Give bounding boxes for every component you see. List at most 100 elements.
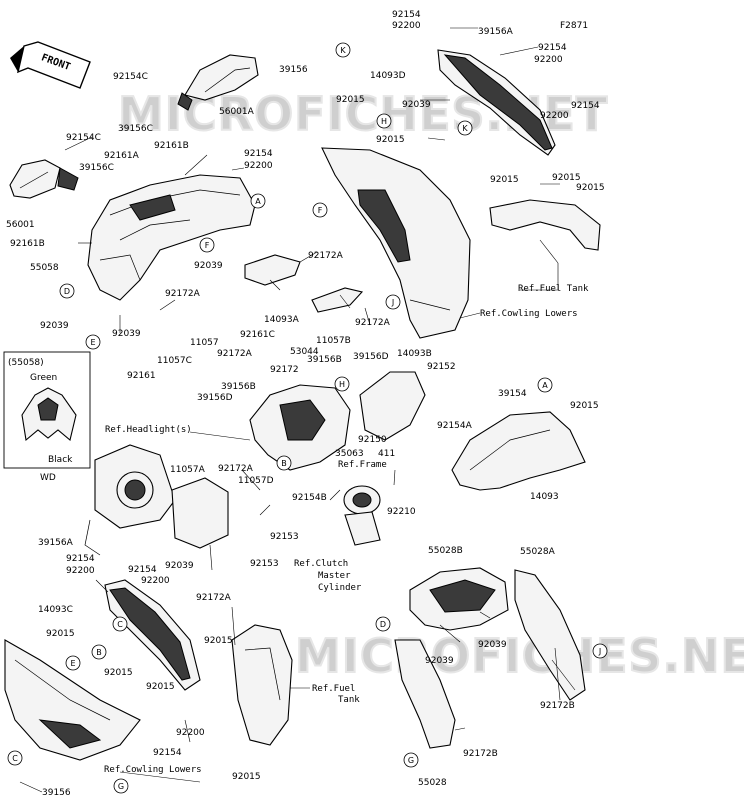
callout-14: E: [65, 655, 81, 671]
svg-text:H: H: [339, 380, 345, 389]
front-arrow-icon: FRONT: [10, 41, 91, 89]
label-71: 92015: [204, 636, 233, 646]
svg-text:K: K: [462, 124, 468, 133]
label-2: 39156A: [478, 27, 514, 37]
svg-text:C: C: [12, 754, 18, 763]
label-58: 92210: [387, 507, 416, 517]
label-17: 39156C: [118, 124, 153, 134]
mirror-left-56001: [9, 159, 79, 199]
ref-cowling-lowers-upper: Ref.Cowling Lowers: [480, 309, 578, 319]
label-12: 92015: [490, 175, 519, 185]
callout-17: D: [375, 616, 391, 632]
label-13: 92015: [552, 173, 581, 183]
label-10: 92200: [540, 111, 569, 121]
label-79: 55028A: [520, 547, 556, 557]
label-78: 55028B: [428, 546, 463, 556]
label-15: 92154C: [113, 72, 148, 82]
headlight-housing: [84, 444, 176, 556]
label-73: 92015: [146, 682, 175, 692]
label-16: 56001A: [219, 107, 255, 117]
label-66: 92200: [141, 576, 170, 586]
label-8: 92039: [402, 100, 431, 110]
label-25: 92161B: [10, 239, 45, 249]
callout-9: H: [334, 376, 350, 392]
label-18: 92161B: [154, 141, 189, 151]
ref-fuel-tank-lower-line2: Tank: [338, 695, 360, 705]
label-32: 14093A: [264, 315, 300, 325]
label-70: 92015: [46, 629, 75, 639]
callout-letters: K H K F J A F D E H B A C B E C G D J G: [7, 42, 608, 794]
callout-11: A: [537, 377, 553, 393]
callout-19: G: [403, 752, 419, 768]
label-20: 39156C: [79, 163, 114, 173]
label-3: 92154: [538, 43, 567, 53]
label-57: 92154B: [292, 493, 327, 503]
label-23: 92200: [244, 161, 273, 171]
callout-1: H: [376, 113, 392, 129]
label-81: 92039: [425, 656, 454, 666]
bracket-11057B: [311, 287, 364, 313]
label-5: 39156: [279, 65, 308, 75]
label-54: 11057A: [170, 465, 206, 475]
svg-text:G: G: [118, 782, 124, 791]
label-48: 92154A: [437, 421, 473, 431]
svg-text:J: J: [391, 298, 394, 307]
label-69: 92172A: [196, 593, 232, 603]
label-40: 53044: [290, 347, 319, 357]
label-84: 55028: [418, 778, 447, 788]
callout-4: J: [385, 294, 401, 310]
label-7: 92015: [336, 95, 365, 105]
label-19: 92154C: [66, 133, 101, 143]
callout-15: C: [7, 750, 23, 766]
figure-code: F2871: [560, 21, 588, 31]
inset-region: WD: [40, 473, 56, 483]
watermark-bottom: MICROFICHES.NET: [295, 629, 744, 683]
label-44: 14093B: [397, 349, 432, 359]
svg-text:E: E: [90, 338, 95, 347]
svg-text:K: K: [340, 46, 346, 55]
leader-lines: [19, 27, 576, 793]
duct-14093B: [359, 371, 426, 441]
svg-text:C: C: [117, 620, 123, 629]
label-30: 92172A: [165, 289, 201, 299]
panel-14093D: [437, 49, 556, 156]
label-45: 92152: [427, 362, 456, 372]
label-34: 11057B: [316, 336, 351, 346]
callout-3: F: [312, 202, 328, 218]
callout-10: B: [276, 455, 292, 471]
label-42: 39156B: [307, 355, 342, 365]
inset-color-top: Green: [30, 373, 57, 383]
label-11: 92015: [376, 135, 405, 145]
label-27: 92039: [194, 261, 223, 271]
label-9: 92154: [571, 101, 600, 111]
inset-color-bottom: Black: [48, 455, 73, 465]
bracket-14093A: [244, 254, 301, 286]
label-77: 39156: [42, 788, 71, 798]
label-60: 92153: [250, 559, 279, 569]
label-76: 92015: [232, 772, 261, 782]
lower-panel-55028: [394, 639, 456, 749]
callout-5: A: [250, 193, 266, 209]
label-31: 92172A: [308, 251, 344, 261]
inner-panel-55028B: [409, 567, 509, 631]
label-61: 14093: [530, 492, 559, 502]
label-43: 39156D: [353, 352, 389, 362]
label-14: 92015: [576, 183, 605, 193]
label-72: 92015: [104, 668, 133, 678]
ref-clutch-line2: Master: [318, 571, 351, 581]
windscreen-cover-39154: [451, 411, 586, 491]
svg-text:G: G: [408, 756, 414, 765]
label-46: 39156B: [221, 382, 256, 392]
label-65: 92154: [128, 565, 157, 575]
label-56: 11057D: [238, 476, 274, 486]
ref-clutch-line1: Ref.Clutch: [294, 559, 348, 569]
svg-text:H: H: [381, 117, 387, 126]
svg-text:A: A: [255, 197, 261, 206]
callout-13: B: [91, 644, 107, 660]
label-47: 39156D: [197, 393, 233, 403]
callout-0: K: [335, 42, 351, 58]
inner-stay-35063: [249, 384, 351, 471]
label-28: 92039: [40, 321, 69, 331]
label-41: 92172: [270, 365, 299, 375]
